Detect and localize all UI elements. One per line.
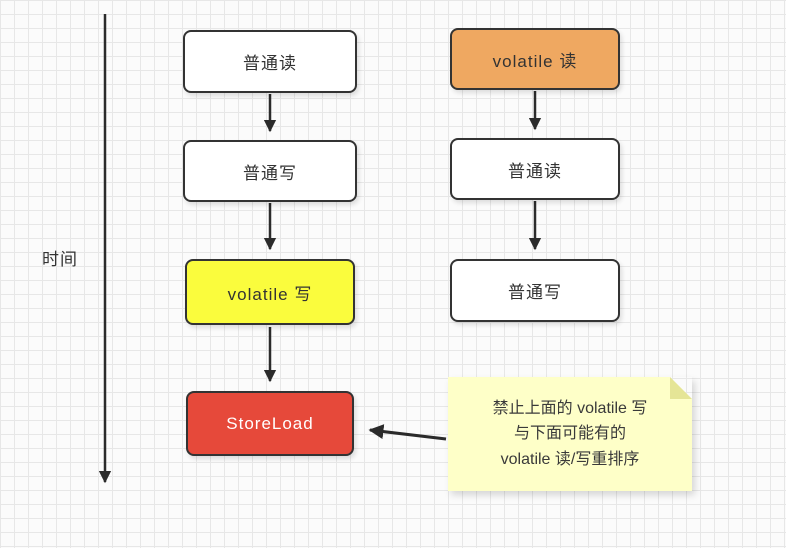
- node-storeload-barrier: StoreLoad: [186, 391, 354, 456]
- note-folded-corner: [670, 377, 692, 399]
- note-to-barrier-arrow: [368, 424, 447, 441]
- note-line-3: volatile 读/写重排序: [500, 450, 640, 468]
- node-plain-write-right: 普通写: [450, 259, 620, 322]
- note-line-1: 禁止上面的 volatile 写: [492, 399, 648, 417]
- node-volatile-write: volatile 写: [185, 259, 355, 325]
- node-volatile-read: volatile 读: [450, 28, 620, 90]
- sticky-note: 禁止上面的 volatile 写 与下面可能有的 volatile 读/写重排序: [448, 377, 692, 491]
- time-axis-label: 时间: [42, 250, 78, 269]
- node-plain-read-right: 普通读: [450, 138, 620, 200]
- node-plain-write-left: 普通写: [183, 140, 357, 202]
- note-line-2: 与下面可能有的: [513, 425, 626, 443]
- node-plain-read-left: 普通读: [183, 30, 357, 93]
